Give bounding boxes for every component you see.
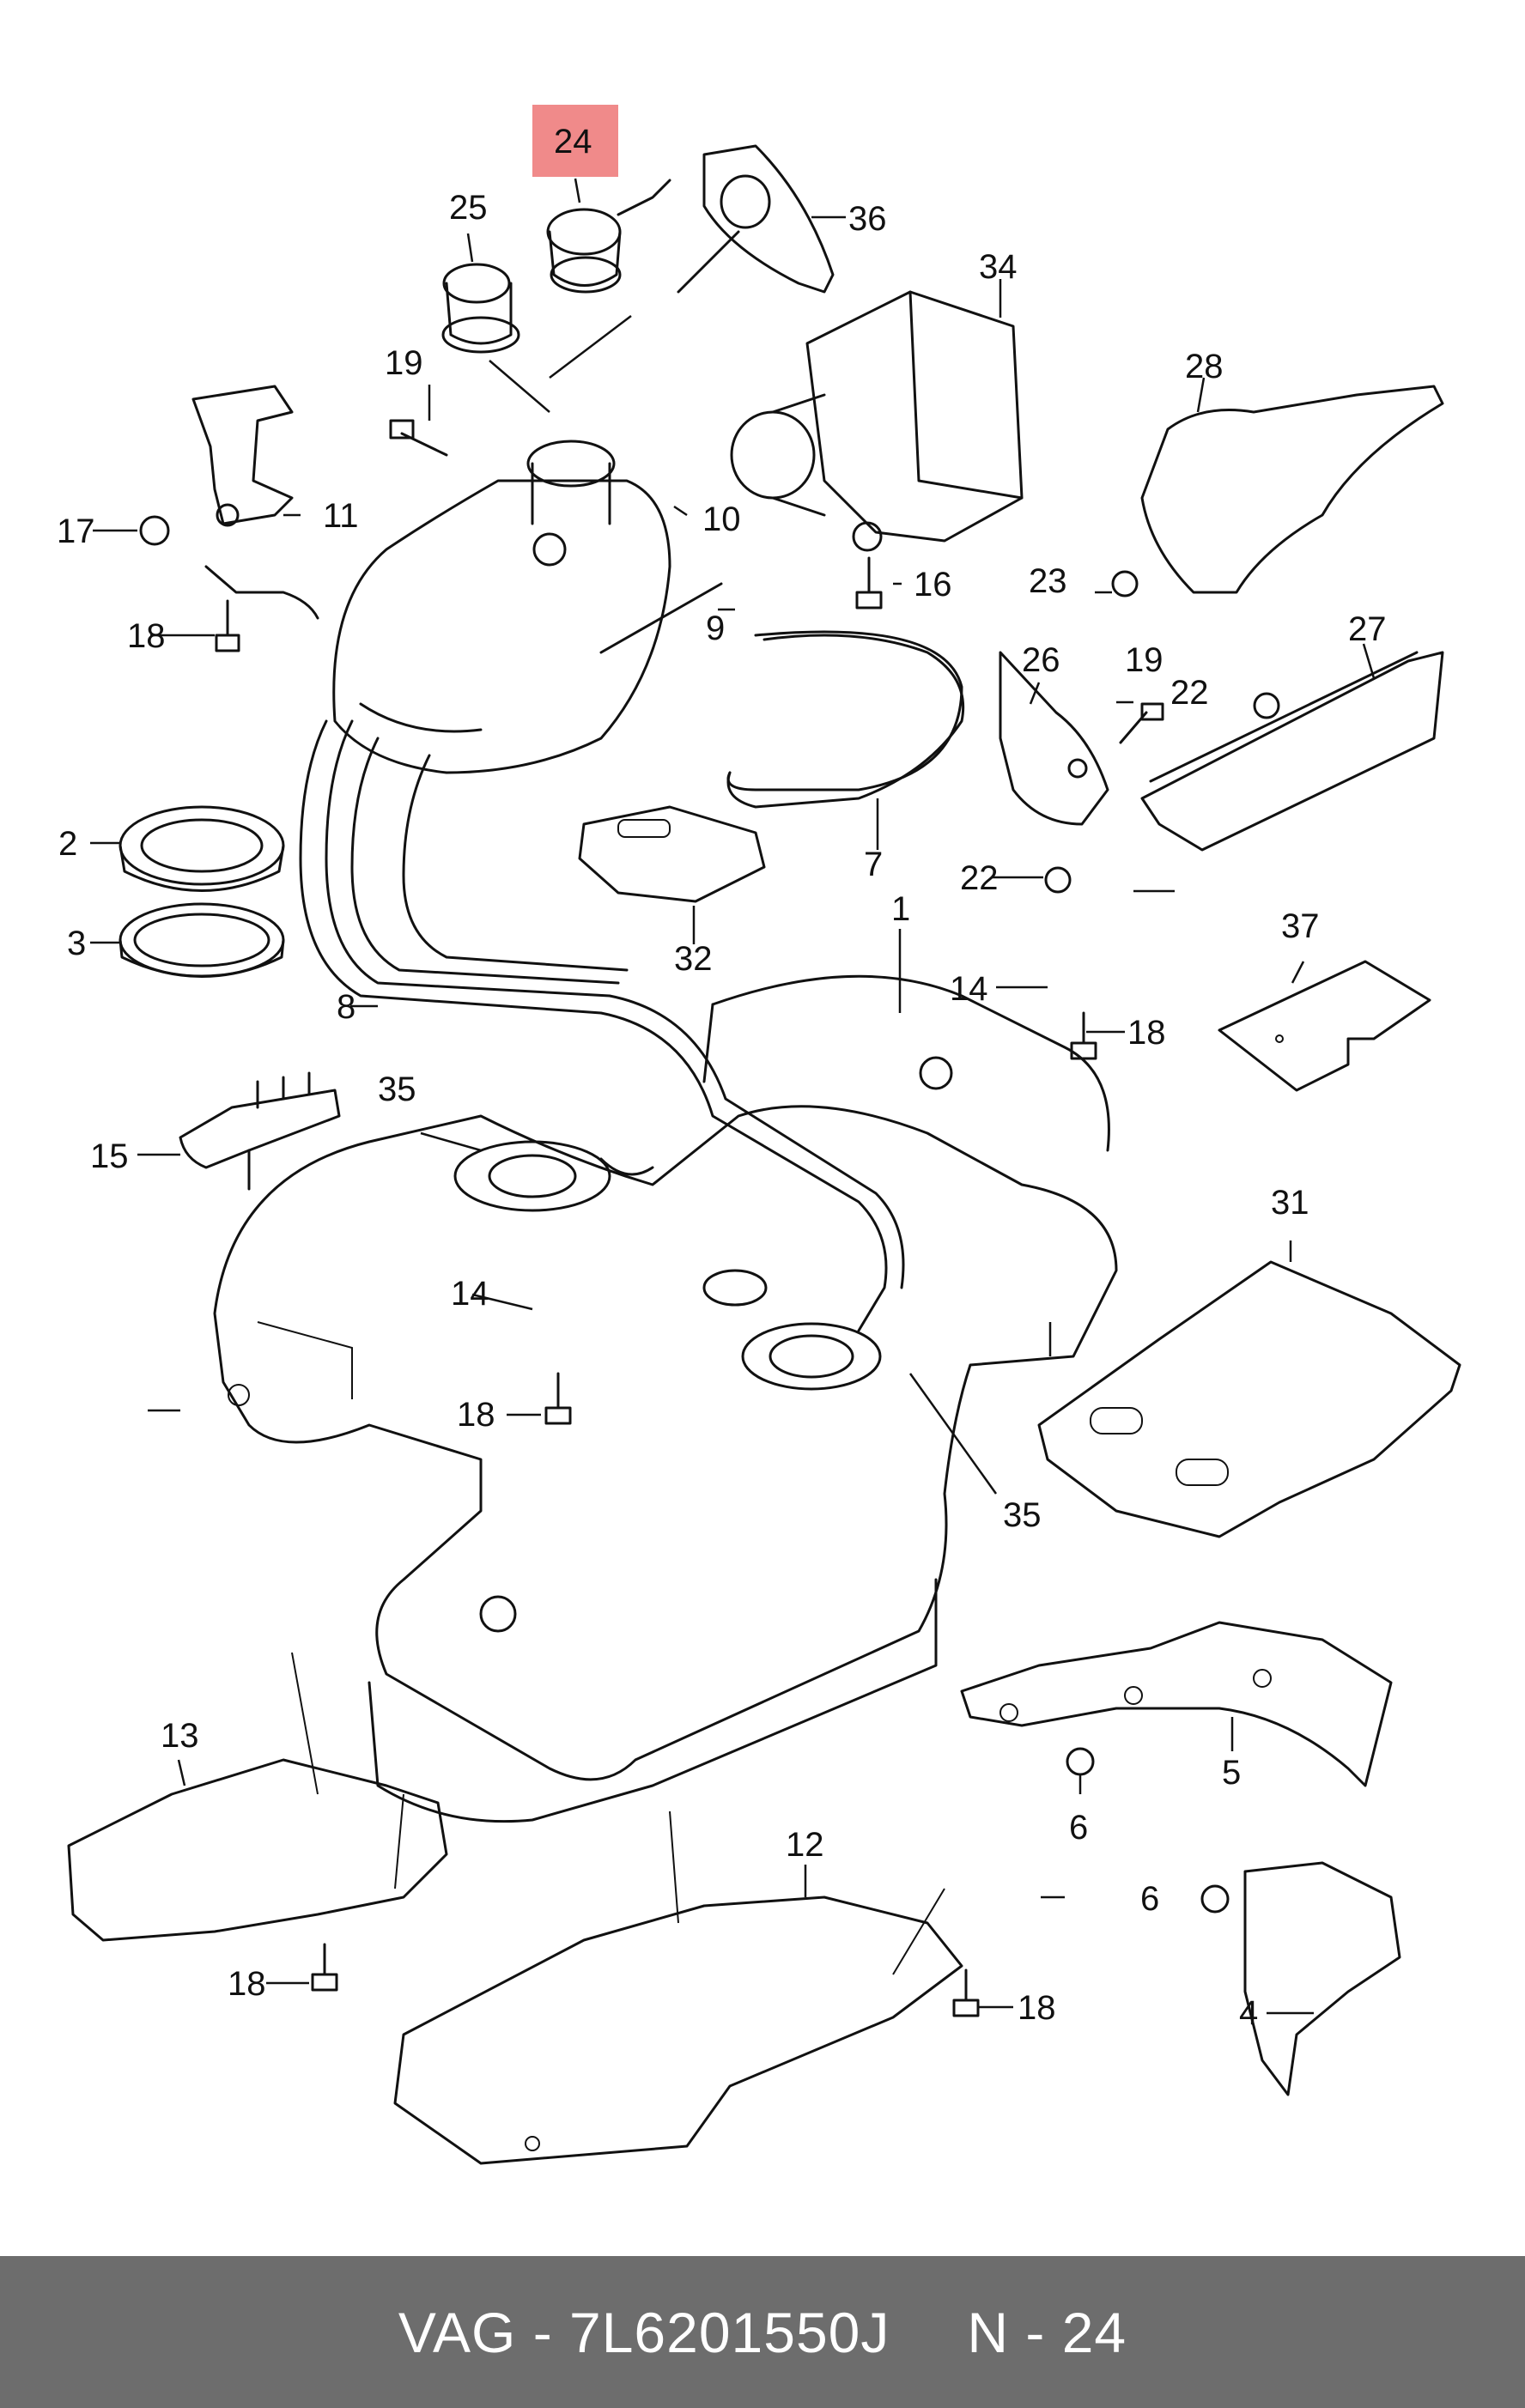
callout-18b: 18 [1127,1014,1166,1052]
heat-shield-31 [1037,1240,1461,1538]
callout-12: 12 [786,1826,824,1864]
parts-diagram: 1 2 3 4 5 6 6 7 8 9 10 11 12 13 14 14 15… [57,105,1461,2165]
sender-unit [420,1131,998,1495]
heat-shield-28 [1140,377,1444,594]
callout-34: 34 [979,248,1018,286]
bracket-11 [139,385,319,620]
locking-ring [118,805,285,892]
underbody-shield-12 [393,1811,963,2165]
callout-16: 16 [914,566,952,604]
callout-6b: 6 [1140,1880,1159,1918]
heat-shield-4 [1243,1861,1401,2096]
position-text: N - 24 [967,2300,1127,2364]
label-sheet-37 [1218,960,1431,1092]
callout-37: 37 [1281,907,1320,945]
fuel-cap [546,178,671,294]
callout-27: 27 [1348,610,1387,648]
callout-31: 31 [1271,1184,1309,1222]
mount-bracket [677,144,846,294]
seal-ring [118,902,285,978]
callout-35b: 35 [1003,1496,1042,1534]
fuel-lines [299,582,963,1332]
underbody-shield-13 [67,1652,448,1942]
pad-32 [578,805,766,944]
callout-4: 4 [1239,1994,1258,2032]
callout-18d: 18 [228,1965,266,2003]
leader-lines [90,385,1175,2009]
callout-14b: 14 [451,1275,489,1313]
callout-22b: 22 [960,859,999,897]
callout-25: 25 [449,189,488,227]
callout-23: 23 [1029,562,1067,600]
sealing-cap [441,233,632,413]
callout-18a: 18 [127,617,166,655]
callout-11: 11 [323,497,359,535]
callout-35a: 35 [378,1071,416,1108]
callout-18e: 18 [1018,1989,1056,2027]
callout-24: 24 [554,123,592,161]
callout-14a: 14 [950,970,988,1008]
callout-32: 32 [674,940,713,978]
callout-7: 7 [864,846,883,883]
callout-17: 17 [57,513,95,550]
callout-6a: 6 [1069,1809,1088,1847]
heat-shield-5 [960,1621,1393,1787]
callout-13: 13 [161,1717,199,1755]
callout-5: 5 [1222,1754,1241,1792]
carbon-canister [730,279,1024,552]
callout-3: 3 [67,925,86,962]
callout-18c: 18 [457,1396,495,1434]
callout-1: 1 [891,890,910,928]
fuel-tank [213,974,1118,1823]
part-number-text: VAG - 7L6201550J [398,2300,890,2364]
callout-labels: 1 2 3 4 5 6 6 7 8 9 10 11 12 13 14 14 15… [57,123,1387,2032]
breather-tube [726,634,965,850]
callout-19a: 19 [385,344,423,382]
bolts [215,419,1280,2017]
line-clip [179,1071,341,1191]
part-number-footer: VAG - 7L6201550J N - 24 [0,2256,1525,2408]
callout-26: 26 [1022,641,1060,679]
callout-19b: 19 [1125,641,1163,679]
callout-8: 8 [337,988,355,1026]
callout-9: 9 [706,610,725,647]
callout-22a: 22 [1170,674,1209,712]
filler-neck [332,440,671,774]
bracket-26 [999,651,1109,826]
callout-15: 15 [90,1137,129,1175]
rail-27 [1140,643,1444,852]
callout-10: 10 [702,500,741,538]
callout-2: 2 [58,825,77,863]
callout-36: 36 [848,200,887,238]
highlight-box-24 [532,105,618,177]
callout-28: 28 [1185,348,1224,385]
